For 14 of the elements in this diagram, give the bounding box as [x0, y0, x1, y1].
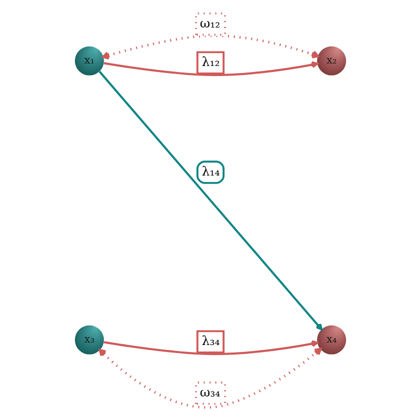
- edge-label: ω₁₂: [199, 15, 220, 30]
- edge-label: λ₁₂: [201, 54, 220, 70]
- arrow: [98, 348, 322, 409]
- node-circle: x₃: [74, 325, 104, 354]
- arrow: [103, 340, 318, 356]
- node-circle: x₂: [316, 46, 346, 76]
- arrow: [103, 61, 318, 76]
- edge-label: ω₃₄: [199, 384, 220, 400]
- arrow: [98, 70, 322, 330]
- node-circle: x₄: [316, 325, 346, 354]
- edge-label: λ₃₄: [201, 333, 220, 348]
- node-circle: x₁: [74, 46, 104, 76]
- edge-label: λ₁₄: [201, 164, 220, 179]
- arrow: [102, 34, 318, 60]
